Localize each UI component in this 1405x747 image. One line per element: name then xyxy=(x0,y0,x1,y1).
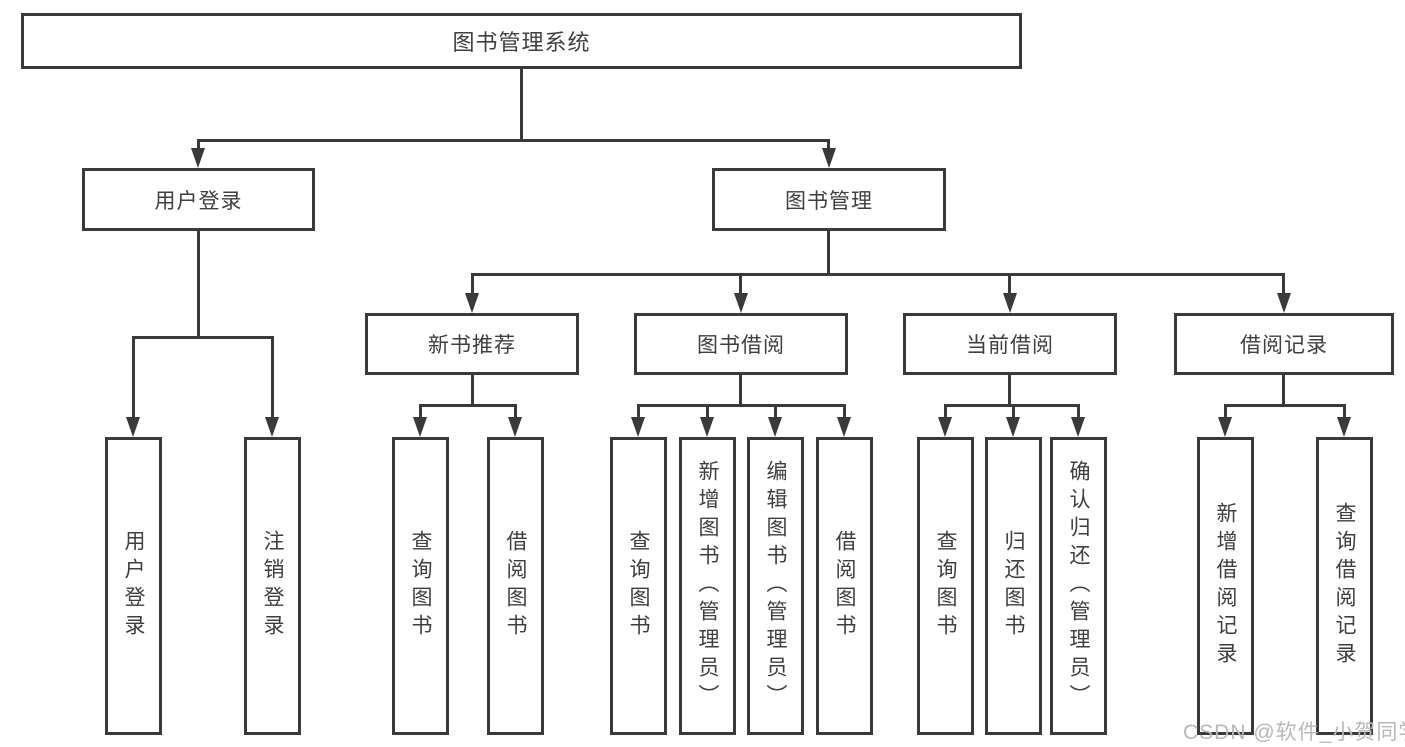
connector-line xyxy=(471,273,1285,276)
leaf-add-books-admin: 新增图书（管理员） xyxy=(679,437,736,735)
connector-line xyxy=(637,407,640,417)
arrow-down-icon xyxy=(1337,417,1351,437)
arrow-down-icon xyxy=(191,148,205,168)
connector-line xyxy=(1282,276,1285,293)
leaf-label: 确认归还（管理员） xyxy=(1067,460,1090,712)
leaf-label: 查询图书 xyxy=(934,530,957,642)
connector-line xyxy=(706,407,709,417)
connector-line xyxy=(271,339,274,417)
connector-line xyxy=(197,231,200,339)
arrow-down-icon xyxy=(938,417,952,437)
connector-line xyxy=(944,407,947,417)
leaf-user-login: 用户登录 xyxy=(105,437,162,735)
leaf-query-books-2: 查询图书 xyxy=(610,437,667,735)
leaf-return-books: 归还图书 xyxy=(985,437,1042,735)
arrow-down-icon xyxy=(734,293,748,313)
connector-line xyxy=(944,404,1080,407)
leaf-query-borrow-record: 查询借阅记录 xyxy=(1316,437,1373,735)
connector-line xyxy=(1343,407,1346,417)
leaf-label: 借阅图书 xyxy=(504,530,527,642)
arrow-down-icon xyxy=(1006,417,1020,437)
connector-line xyxy=(739,375,742,407)
connector-line xyxy=(419,407,422,417)
node-library-management-system: 图书管理系统 xyxy=(21,13,1022,69)
connector-line xyxy=(471,276,474,293)
leaf-label: 用户登录 xyxy=(122,530,145,642)
connector-line xyxy=(419,404,517,407)
leaf-label: 查询图书 xyxy=(627,530,650,642)
arrow-down-icon xyxy=(1277,293,1291,313)
arrow-down-icon xyxy=(126,417,140,437)
arrow-down-icon xyxy=(413,417,427,437)
node-user-login: 用户登录 xyxy=(82,168,315,231)
arrow-down-icon xyxy=(700,417,714,437)
node-new-book-recommendation: 新书推荐 xyxy=(365,313,579,375)
connector-line xyxy=(1008,276,1011,293)
arrow-down-icon xyxy=(265,417,279,437)
connector-line xyxy=(827,142,830,150)
arrow-down-icon xyxy=(631,417,645,437)
node-book-management: 图书管理 xyxy=(712,168,946,231)
watermark: CSDN @软件_小贺同学 xyxy=(1183,721,1405,744)
node-borrowing-records: 借阅记录 xyxy=(1174,313,1394,375)
leaf-label: 查询图书 xyxy=(409,530,432,642)
leaf-borrow-books-2: 借阅图书 xyxy=(816,437,873,735)
connector-line xyxy=(843,407,846,417)
connector-line xyxy=(514,407,517,417)
connector-line xyxy=(1077,407,1080,417)
connector-line xyxy=(1224,407,1227,417)
node-book-borrowing: 图书借阅 xyxy=(634,313,848,375)
leaf-confirm-return-admin: 确认归还（管理员） xyxy=(1050,437,1107,735)
connector-line xyxy=(1008,375,1011,407)
connector-line xyxy=(132,336,274,339)
connector-line xyxy=(197,139,830,142)
leaf-edit-books-admin: 编辑图书（管理员） xyxy=(747,437,804,735)
leaf-borrow-books: 借阅图书 xyxy=(487,437,544,735)
connector-line xyxy=(739,276,742,293)
arrow-down-icon xyxy=(1071,417,1085,437)
node-current-borrowing: 当前借阅 xyxy=(903,313,1117,375)
arrow-down-icon xyxy=(837,417,851,437)
connector-line xyxy=(1224,404,1346,407)
arrow-down-icon xyxy=(1003,293,1017,313)
leaf-label: 新增借阅记录 xyxy=(1214,502,1237,670)
arrow-down-icon xyxy=(768,417,782,437)
leaf-query-books: 查询图书 xyxy=(392,437,449,735)
connector-line xyxy=(520,69,523,139)
leaf-query-books-3: 查询图书 xyxy=(917,437,974,735)
leaf-label: 归还图书 xyxy=(1002,530,1025,642)
arrow-down-icon xyxy=(465,293,479,313)
connector-line xyxy=(774,407,777,417)
connector-line xyxy=(637,404,846,407)
connector-line xyxy=(197,142,200,150)
leaf-logout: 注销登录 xyxy=(244,437,301,735)
connector-line xyxy=(132,339,135,417)
leaf-add-borrow-record: 新增借阅记录 xyxy=(1197,437,1254,735)
connector-line xyxy=(1012,407,1015,417)
leaf-label: 查询借阅记录 xyxy=(1333,502,1356,670)
arrow-down-icon xyxy=(1218,417,1232,437)
leaf-label: 借阅图书 xyxy=(833,530,856,642)
connector-line xyxy=(471,375,474,407)
leaf-label: 新增图书（管理员） xyxy=(696,460,719,712)
leaf-label: 编辑图书（管理员） xyxy=(764,460,787,712)
connector-line xyxy=(827,231,830,273)
leaf-label: 注销登录 xyxy=(261,530,284,642)
arrow-down-icon xyxy=(822,148,836,168)
connector-line xyxy=(1282,375,1285,407)
arrow-down-icon xyxy=(508,417,522,437)
